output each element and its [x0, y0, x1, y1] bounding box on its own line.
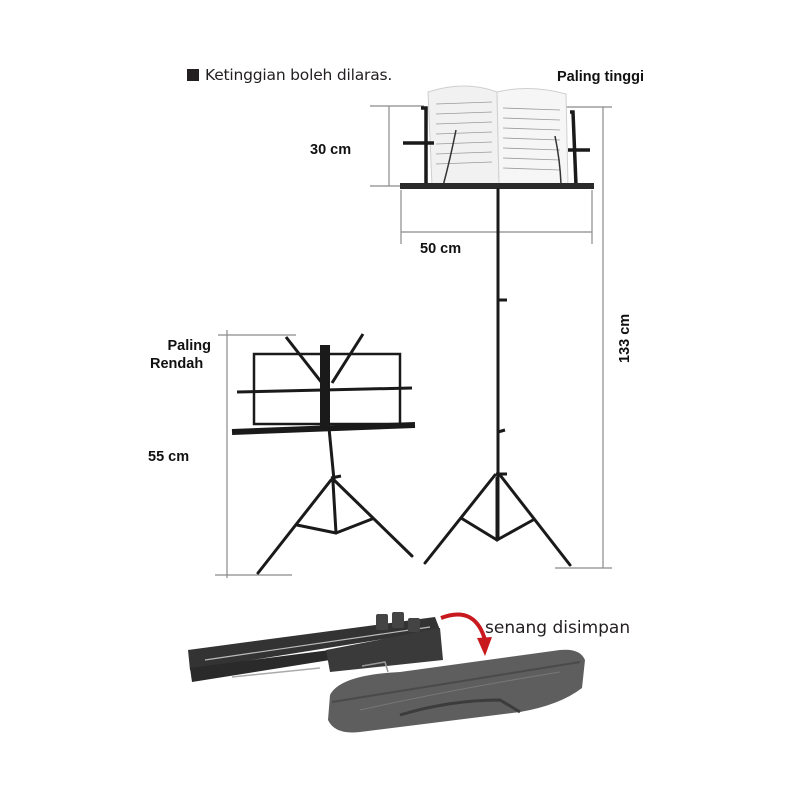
folded-stand	[188, 612, 443, 682]
tall-music-stand	[400, 85, 594, 567]
max-height-value: 133 cm	[617, 313, 633, 363]
dimension-lines-tall	[370, 105, 612, 569]
lowest-label-line2-wrap: Rendah	[150, 355, 203, 373]
adjustable-height-note: Ketinggian boleh dilaras.	[187, 66, 392, 84]
lowest-label-line1: Paling	[167, 338, 211, 354]
square-bullet-icon	[187, 69, 199, 81]
note-text: Ketinggian boleh dilaras.	[205, 66, 393, 84]
dimension-lines-short	[215, 330, 296, 578]
desk-height-label: 30 cm	[310, 142, 352, 158]
min-height-label: 55 cm	[148, 449, 190, 465]
desk-width-label: 50 cm	[420, 241, 462, 257]
highest-label: Paling tinggi	[557, 69, 644, 85]
short-music-stand	[231, 333, 416, 575]
lowest-label: Paling	[163, 337, 211, 355]
carry-bag	[328, 649, 585, 733]
lowest-label-line2: Rendah	[150, 356, 204, 372]
red-arrow-icon	[440, 612, 492, 656]
sheet-music-book	[427, 85, 569, 187]
storage-caption: senang disimpan	[485, 618, 631, 638]
